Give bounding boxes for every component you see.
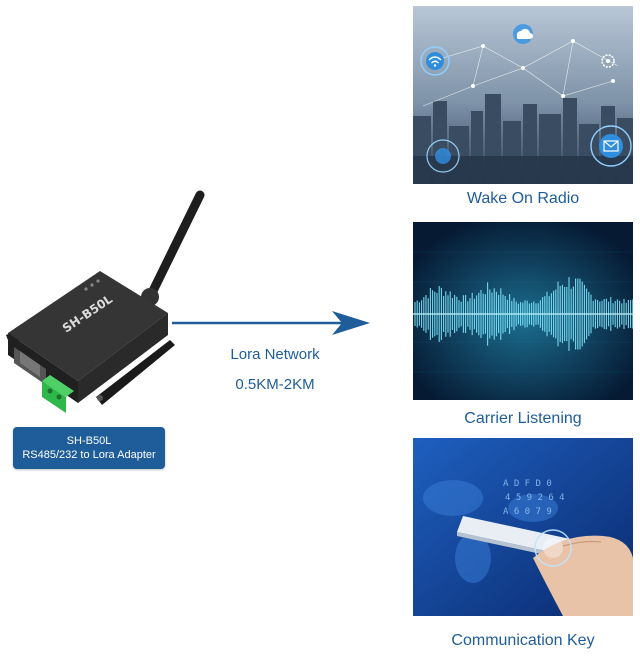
lora-adapter-device-image: SH-B50L: [6, 190, 205, 413]
svg-text:A 6 0 7 9: A 6 0 7 9: [503, 507, 552, 517]
arrow-right-icon: [172, 311, 370, 335]
feature-caption-wake-on-radio: Wake On Radio: [466, 190, 580, 207]
hand: [533, 535, 633, 616]
hand-holding-phone-image: A D F D 0 4 5 9 2 6 4 A 6 0 7 9: [413, 438, 633, 616]
antenna: [145, 190, 205, 302]
badge-description: RS485/232 to Lora Adapter: [22, 449, 156, 461]
svg-text:4 5 9 2 6 4: 4 5 9 2 6 4: [505, 493, 565, 503]
cloud-icon: [513, 24, 533, 44]
product-badge: SH-B50L RS485/232 to Lora Adapter: [13, 427, 165, 469]
badge-model: SH-B50L: [66, 435, 112, 447]
wifi-icon: [420, 46, 450, 76]
sound-waveform-image: [413, 222, 633, 400]
mail-icon: [590, 125, 632, 167]
network-range: 0.5KM-2KM: [235, 376, 315, 393]
svg-text:A D F D 0: A D F D 0: [503, 479, 552, 489]
db9-serial-port: [14, 347, 46, 385]
smart-city-network-image: [413, 6, 633, 184]
network-name: Lora Network: [230, 346, 320, 363]
feature-caption-carrier-listening: Carrier Listening: [464, 410, 582, 427]
gear-icon: [601, 54, 615, 68]
feature-caption-communication-key: Communication Key: [451, 632, 595, 649]
terminal-block: [42, 375, 74, 413]
